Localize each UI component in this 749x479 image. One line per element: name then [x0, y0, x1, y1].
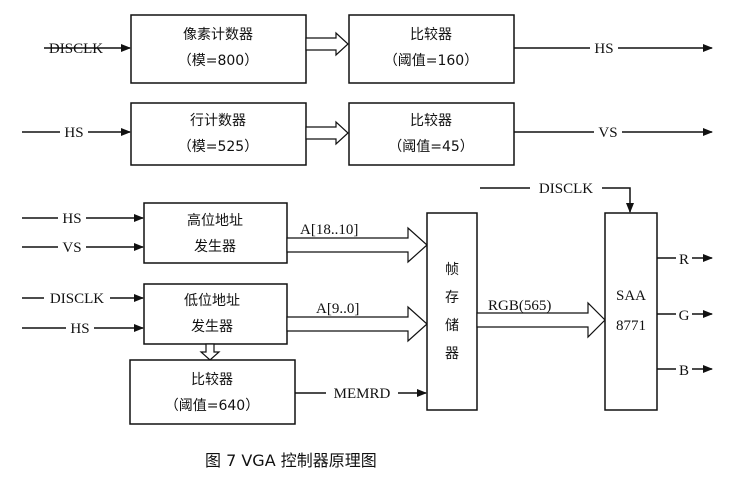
frame-memory-char-1: 帧 [445, 262, 459, 278]
low-to-compare-arrow [199, 343, 221, 361]
vs-in-3-label: VS [62, 240, 81, 256]
compare-hs-block [348, 14, 515, 84]
low-address-title: 低位地址 [184, 293, 240, 309]
pixel-counter-mod: （模=800） [178, 53, 258, 69]
pixel-to-compare-fat-arrow [305, 31, 349, 57]
low-address-sub: 发生器 [191, 319, 233, 335]
frame-memory-char-3: 储 [445, 318, 459, 334]
pixel-counter-block [130, 14, 307, 84]
frame-memory: 帧 存 储 器 RGB(565) [426, 212, 606, 411]
high-address-title: 高位地址 [187, 212, 243, 229]
high-address-sub: 发生器 [194, 239, 236, 255]
dac-clock: DISCLK [480, 180, 634, 213]
compare-vs-block [348, 102, 515, 166]
low-address-block [143, 283, 288, 345]
dac-number: 8771 [616, 318, 646, 334]
disclk-1-label: DISCLK [49, 41, 103, 57]
line-counter-title: 行计数器 [190, 113, 246, 129]
row-compare-mem: 比较器 （阈值=640） MEMRD [129, 359, 427, 425]
row-pixel-counter: DISCLK 像素计数器 （模=800） 比较器 （阈值=160） HS [18, 14, 713, 84]
hs-in-4-label: HS [70, 321, 89, 337]
row-line-counter: HS 行计数器 （模=525） 比较器 （阈值=45） VS [22, 102, 713, 166]
vs-out-label: VS [598, 125, 617, 141]
low-address-bus [286, 305, 428, 343]
rgb-bus [476, 301, 606, 339]
addr-low-label: A[9..0] [316, 301, 359, 317]
rgb-label: RGB(565) [488, 298, 551, 314]
frame-memory-char-4: 器 [445, 346, 459, 362]
high-address-bus [286, 226, 428, 264]
line-counter-mod: （模=525） [178, 139, 258, 155]
pixel-counter-title: 像素计数器 [183, 27, 253, 43]
compare-mem-title: 比较器 [191, 372, 233, 388]
figure-caption: 图 7 VGA 控制器原理图 [205, 451, 377, 470]
row-high-address: HS VS 高位地址 发生器 A[18..10] [22, 202, 428, 264]
addr-high-label: A[18..10] [300, 222, 358, 238]
b-out-label: B [679, 363, 689, 379]
compare-hs-title: 比较器 [410, 27, 452, 43]
high-address-block [143, 202, 288, 264]
disclk-dac-label: DISCLK [539, 181, 593, 197]
hs-in-3-label: HS [62, 211, 81, 227]
dac-block [604, 212, 658, 411]
compare-mem-threshold: （阈值=640） [165, 398, 259, 414]
frame-memory-char-2: 存 [445, 290, 459, 306]
hs-in-2-label: HS [64, 125, 83, 141]
compare-hs-threshold: （阈值=160） [384, 53, 478, 69]
disclk-4-label: DISCLK [50, 291, 104, 307]
compare-vs-title: 比较器 [410, 113, 452, 129]
line-counter-block [130, 102, 307, 166]
dac: SAA 8771 R G B [604, 212, 713, 411]
hs-out-label: HS [594, 41, 613, 57]
compare-mem-block [129, 359, 296, 425]
frame-memory-block [426, 212, 478, 411]
line-to-compare-fat-arrow [305, 120, 349, 146]
compare-vs-threshold: （阈值=45） [388, 139, 474, 155]
memrd-label: MEMRD [334, 386, 391, 402]
r-out-label: R [679, 252, 689, 268]
g-out-label: G [679, 308, 690, 324]
row-low-address: DISCLK HS 低位地址 发生器 A[9..0] [22, 283, 428, 361]
dac-name: SAA [616, 288, 646, 304]
